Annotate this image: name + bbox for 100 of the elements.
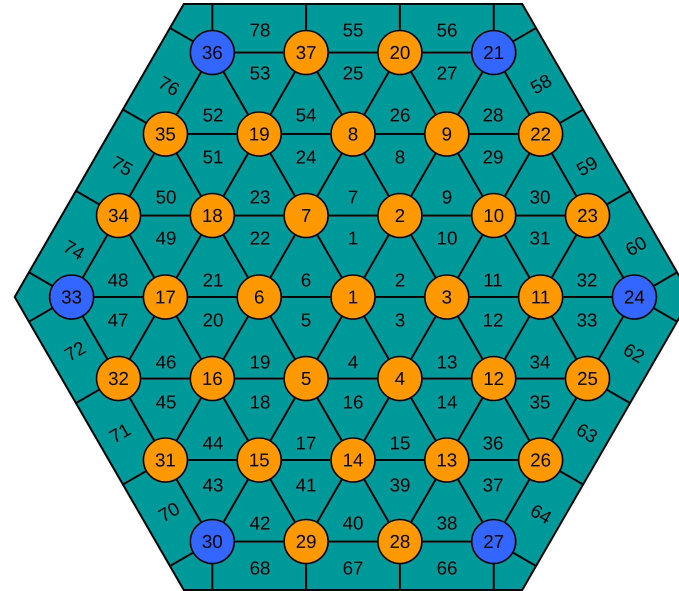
- connector-line: [316, 316, 342, 360]
- connector-line: [598, 234, 624, 278]
- cell-number: 58: [530, 74, 552, 94]
- connector-line: [504, 72, 530, 115]
- cell-number: 41: [296, 478, 316, 492]
- cell-number: 35: [530, 395, 550, 409]
- cell-number: 25: [344, 66, 363, 80]
- connector-line: [176, 479, 202, 522]
- connector-line: [222, 234, 249, 278]
- connector-line: [492, 564, 495, 590]
- cell-number: 10: [438, 231, 457, 245]
- connector-line: [504, 316, 530, 360]
- cell-number: 72: [64, 342, 86, 360]
- cell-number: 78: [250, 23, 270, 37]
- cell-number: 20: [204, 313, 223, 327]
- connector-line: [606, 190, 631, 205]
- cell-number: 28: [484, 108, 503, 122]
- cell-number: 60: [626, 237, 646, 255]
- cell-number: 76: [160, 76, 180, 96]
- connector-line: [188, 296, 236, 298]
- cell-number: 48: [108, 273, 128, 287]
- connector-line: [422, 214, 471, 216]
- connector-line: [235, 540, 284, 542]
- connector-line: [551, 316, 577, 360]
- connector-line: [516, 378, 565, 380]
- connector-line: [211, 564, 214, 590]
- connector-line: [376, 296, 424, 298]
- cell-number: 70: [158, 503, 179, 522]
- connector-line: [176, 234, 202, 278]
- connector-line: [270, 153, 296, 196]
- cell-number: 39: [390, 478, 410, 492]
- cell-number: 56: [437, 23, 457, 37]
- cell-number: 15: [391, 436, 410, 450]
- cell-number: 32: [577, 273, 596, 287]
- cell-number: 36: [483, 436, 503, 450]
- cell-number: 71: [108, 424, 132, 442]
- connector-line: [282, 459, 330, 461]
- connector-line: [376, 133, 424, 135]
- connector-line: [129, 316, 155, 360]
- connector-line: [563, 296, 612, 298]
- cell-number: 67: [344, 561, 362, 575]
- connector-line: [364, 398, 390, 441]
- connector-line: [188, 459, 236, 461]
- connector-line: [282, 133, 330, 135]
- connector-line: [516, 214, 565, 216]
- cell-number: 52: [203, 108, 222, 122]
- cell-number: 18: [251, 395, 270, 409]
- connector-line: [398, 4, 401, 30]
- connector-line: [470, 459, 518, 461]
- connector-line: [270, 398, 296, 441]
- connector-line: [176, 316, 202, 360]
- cell-number: 64: [531, 505, 552, 524]
- cell-number: 62: [624, 344, 644, 364]
- cell-number: 46: [156, 355, 176, 369]
- cell-number: 51: [203, 150, 222, 164]
- cell-number: 17: [297, 436, 316, 450]
- connector-line: [82, 234, 108, 278]
- connector-line: [316, 398, 342, 441]
- connector-line: [410, 153, 436, 196]
- connector-line: [222, 316, 249, 360]
- connector-line: [235, 214, 284, 216]
- cell-number: 23: [250, 190, 270, 204]
- cell-number: 45: [156, 395, 176, 408]
- connector-line: [457, 234, 484, 278]
- cell-number: 5: [302, 313, 310, 326]
- cell-number: 30: [530, 190, 550, 204]
- cell-number: 34: [530, 355, 550, 369]
- connector-line: [305, 4, 308, 30]
- connector-line: [122, 108, 146, 124]
- connector-line: [512, 27, 536, 42]
- cell-number: 40: [343, 516, 363, 530]
- connector-line: [305, 564, 308, 590]
- cell-number: 26: [390, 108, 410, 122]
- connector-line: [28, 271, 52, 286]
- cell-number: 16: [344, 395, 363, 409]
- connector-line: [654, 308, 678, 323]
- connector-line: [410, 234, 436, 278]
- connector-line: [176, 153, 202, 196]
- cell-number: 53: [250, 66, 270, 80]
- connector-line: [364, 479, 390, 522]
- cell-number: 44: [203, 436, 223, 450]
- connector-line: [129, 398, 155, 441]
- connector-line: [512, 552, 536, 567]
- connector-line: [457, 72, 484, 115]
- connector-line: [470, 133, 518, 135]
- connector-line: [129, 234, 155, 278]
- connector-line: [328, 52, 378, 54]
- connector-line: [422, 378, 471, 380]
- cell-number: 4: [348, 356, 358, 368]
- connector-line: [141, 214, 190, 216]
- connector-line: [457, 398, 484, 441]
- cell-number: 27: [438, 66, 456, 80]
- connector-line: [470, 296, 518, 298]
- connector-line: [222, 72, 249, 115]
- connector-line: [270, 316, 296, 360]
- connector-line: [270, 479, 296, 522]
- cell-number: 33: [577, 313, 597, 327]
- cell-number: 55: [343, 23, 363, 37]
- cell-number: 31: [530, 231, 550, 245]
- connector-line: [176, 72, 202, 115]
